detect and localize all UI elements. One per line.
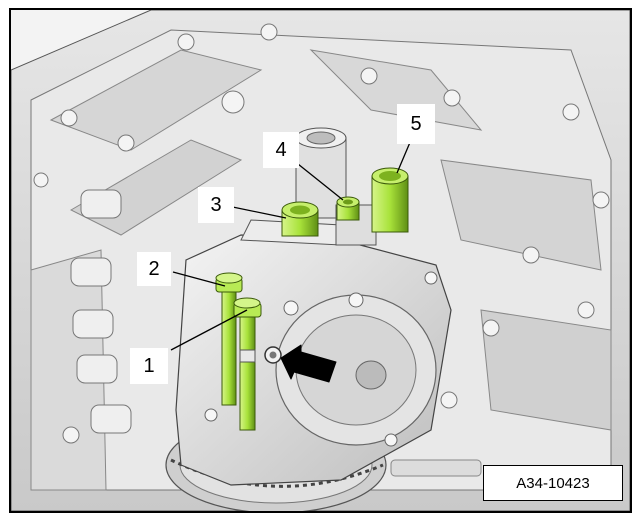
- part-2-bolt: [215, 272, 243, 406]
- callout-5: 5: [397, 104, 435, 144]
- diagram-frame: 1 2 3 4 5 A34-10423: [9, 8, 632, 513]
- part-5-tube: [371, 167, 409, 233]
- callout-4: 4: [263, 132, 299, 168]
- callout-3: 3: [198, 187, 234, 223]
- part-4-nozzle: [336, 196, 360, 221]
- part-1-bolt: [233, 297, 262, 431]
- reference-code-label: A34-10423: [483, 465, 623, 501]
- callout-1: 1: [130, 348, 168, 384]
- part-3-collar: [281, 201, 319, 237]
- callout-2: 2: [137, 252, 171, 286]
- diagram-illustration: [11, 10, 630, 511]
- arrow-pointer-icon: [280, 344, 337, 383]
